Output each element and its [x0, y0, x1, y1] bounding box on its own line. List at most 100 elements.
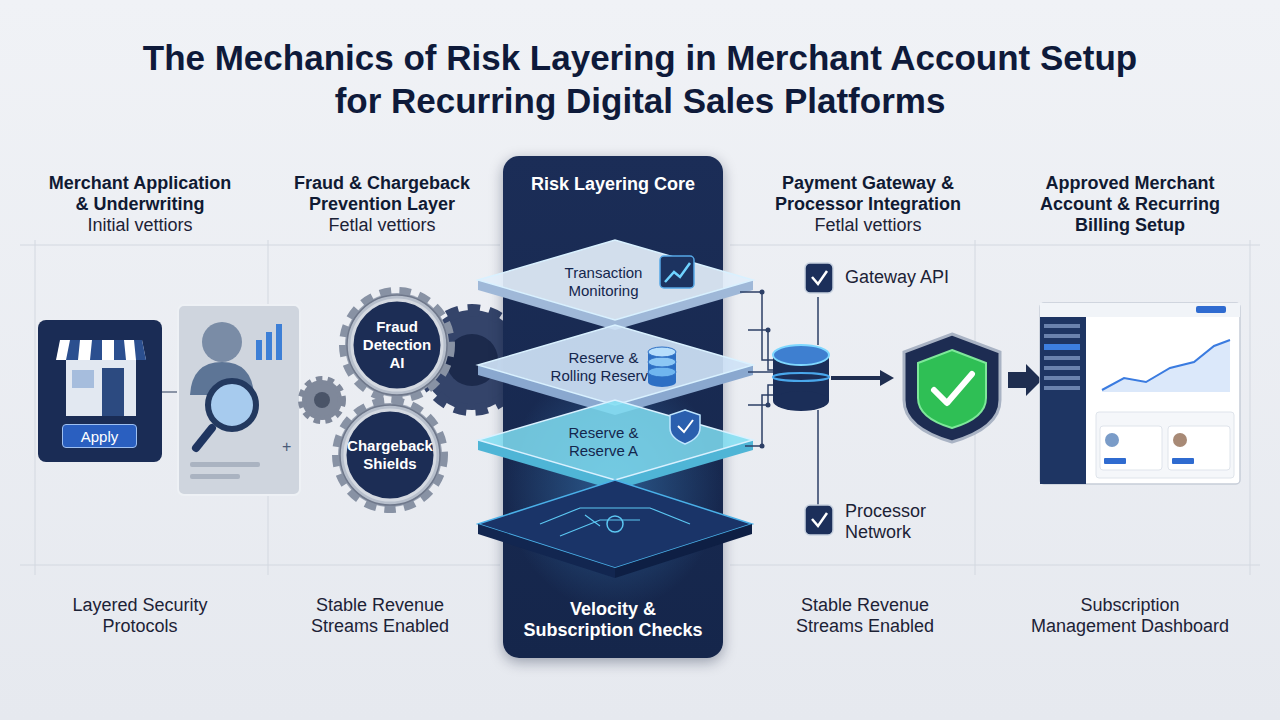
card-button	[1172, 458, 1194, 464]
wire	[748, 330, 776, 370]
magnifier-handle	[196, 428, 212, 448]
trend-line	[665, 263, 690, 282]
text-placeholder	[190, 462, 260, 467]
coin	[648, 377, 676, 387]
plate-edge	[615, 524, 752, 578]
check-icon	[805, 263, 833, 293]
leader-line	[162, 391, 178, 393]
wire-dot	[760, 290, 765, 295]
column-heading: Payment Gateway & Processor Integration	[768, 173, 968, 215]
panel-heading: Risk Layering Core	[518, 174, 708, 195]
check-icon	[805, 505, 833, 535]
caption-label: Fetlal vettiors	[290, 215, 475, 236]
layer-plate: Reserve & Reserve A	[478, 400, 753, 492]
wire-dot	[766, 403, 771, 408]
check-mark	[812, 513, 827, 526]
wire	[748, 385, 776, 405]
subscriber-card	[1168, 426, 1230, 470]
avatar-body	[190, 362, 254, 395]
small-gear	[302, 380, 342, 420]
coin-body	[648, 352, 676, 382]
grid-line	[20, 565, 500, 566]
awning-stripes	[66, 340, 146, 360]
gear-label: Fraud Detection AI	[357, 318, 437, 372]
wire	[745, 395, 776, 446]
menu-item	[1044, 344, 1080, 350]
hub-body	[773, 355, 829, 401]
plate-label-wrap: Reserve & Reserve A	[478, 400, 753, 484]
storefront-tile	[38, 320, 162, 462]
gear-rim	[347, 295, 447, 395]
chart-icon	[660, 256, 694, 288]
gear-face	[345, 410, 435, 500]
caption-label: Processor Network	[845, 501, 945, 543]
storefront-wall	[66, 358, 136, 416]
menu-item	[1044, 376, 1080, 380]
gear-teeth	[338, 403, 442, 507]
wires	[740, 292, 818, 505]
plate-label-wrap: Transaction Monitoring	[478, 240, 753, 324]
coin	[648, 357, 676, 367]
grid-line	[975, 240, 976, 575]
text-placeholder	[190, 474, 240, 479]
check-mark	[934, 374, 972, 403]
column-heading: Merchant Application & Underwriting	[43, 173, 238, 215]
storefront-awning	[56, 340, 146, 360]
layer-plate: Transaction Monitoring	[478, 240, 753, 332]
caption-label: Initial vettiors	[43, 215, 238, 236]
menu-item	[1044, 356, 1080, 360]
shield-icon	[670, 410, 700, 444]
caption-label: Stable Revenue Streams Enabled	[305, 595, 455, 637]
subscriber-card	[1100, 426, 1162, 470]
plate-face	[478, 240, 753, 320]
column-heading: Approved Merchant Account & Recurring Bi…	[1030, 173, 1230, 236]
storefront-door	[102, 368, 124, 416]
wire-dot	[760, 444, 765, 449]
flow-arrow	[1008, 364, 1042, 396]
chart-line	[1102, 340, 1230, 390]
grid-line	[1250, 240, 1251, 575]
check-mark	[678, 420, 693, 432]
caption-label: Stable Revenue Streams Enabled	[790, 595, 940, 637]
diagram-title: The Mechanics of Risk Layering in Mercha…	[130, 36, 1150, 122]
coin	[648, 367, 676, 377]
core-panel: Risk Layering CoreVelocity & Subscriptio…	[503, 156, 723, 658]
caption-label: Subscription Management Dashboard	[1029, 595, 1231, 637]
sparkle-mark: +	[282, 438, 291, 455]
gear-label-wrap: Fraud Detection AI	[337, 285, 457, 405]
arrow-head	[880, 370, 894, 386]
caption-label: Gateway API	[845, 267, 975, 288]
plate-label-wrap: Reserve & Rolling Reserve	[478, 325, 753, 409]
wire	[817, 297, 819, 345]
gear-teeth	[345, 293, 449, 397]
button-text: Apply	[81, 428, 119, 445]
gear-label-wrap: Chargeback Shields	[330, 395, 450, 515]
storefront-window	[72, 370, 94, 388]
panel-footer: Velocity & Subscription Checks	[518, 599, 708, 641]
coin	[648, 347, 676, 357]
hub-base	[773, 391, 829, 411]
shield-badge	[918, 350, 986, 428]
plate-face	[478, 400, 753, 480]
wire	[817, 410, 819, 505]
dashboard-sidebar	[1040, 317, 1086, 484]
dashboard-header	[1040, 303, 1240, 317]
grid-line	[35, 240, 36, 575]
shield-frame	[904, 334, 1000, 442]
chart-bar	[256, 340, 262, 360]
circuit-node	[607, 516, 623, 532]
subscriber-panel	[1096, 412, 1234, 478]
column-heading: Fraud & Chargeback Prevention Layer	[290, 173, 475, 215]
plate-label: Reserve & Reserve A	[545, 424, 663, 460]
hub-ring	[773, 373, 829, 381]
gear-label: Chargeback Shields	[344, 437, 436, 473]
coin-stack	[648, 347, 676, 387]
chart-bar	[276, 324, 282, 360]
subscriber-avatar	[1105, 433, 1119, 447]
plate-label: Transaction Monitoring	[545, 264, 663, 300]
caption-label: Layered Security Protocols	[65, 595, 215, 637]
magnifier-lens	[208, 381, 256, 429]
check-mark	[812, 271, 827, 284]
leader-line	[300, 395, 318, 400]
grid-line	[268, 240, 269, 575]
